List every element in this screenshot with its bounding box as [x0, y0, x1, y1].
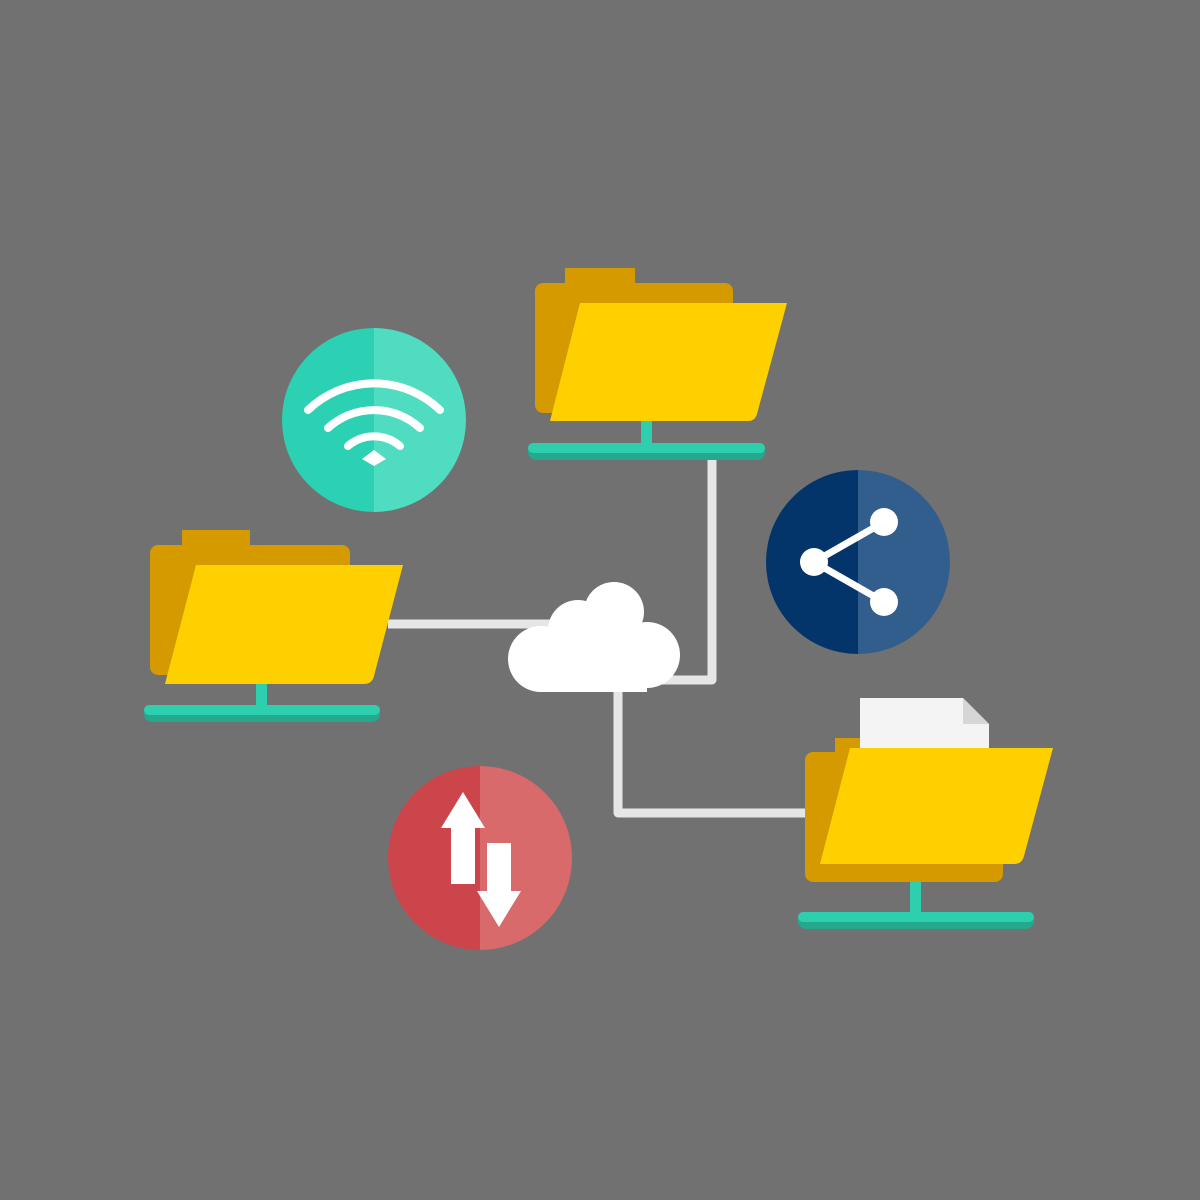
share-icon — [800, 508, 898, 616]
transfer-badge — [388, 766, 572, 950]
folder-right[interactable] — [798, 698, 1053, 929]
transfer-arrows-icon — [441, 792, 521, 927]
share-badge — [766, 470, 950, 654]
cloud-icon — [508, 582, 680, 692]
folder-icon — [535, 268, 787, 421]
folder-icon — [805, 698, 1053, 882]
folder-left[interactable] — [144, 530, 403, 722]
monitor-stand — [798, 882, 1034, 929]
wifi-icon — [304, 379, 444, 450]
connector-top-folder — [655, 460, 717, 685]
document-icon — [860, 698, 989, 760]
connector-right-folder — [613, 688, 806, 818]
wifi-badge — [282, 328, 466, 512]
folder-icon — [150, 530, 403, 684]
folder-top[interactable] — [528, 268, 787, 460]
connector-lines — [388, 460, 806, 818]
monitor-stand — [144, 684, 380, 722]
monitor-stand — [528, 421, 765, 460]
